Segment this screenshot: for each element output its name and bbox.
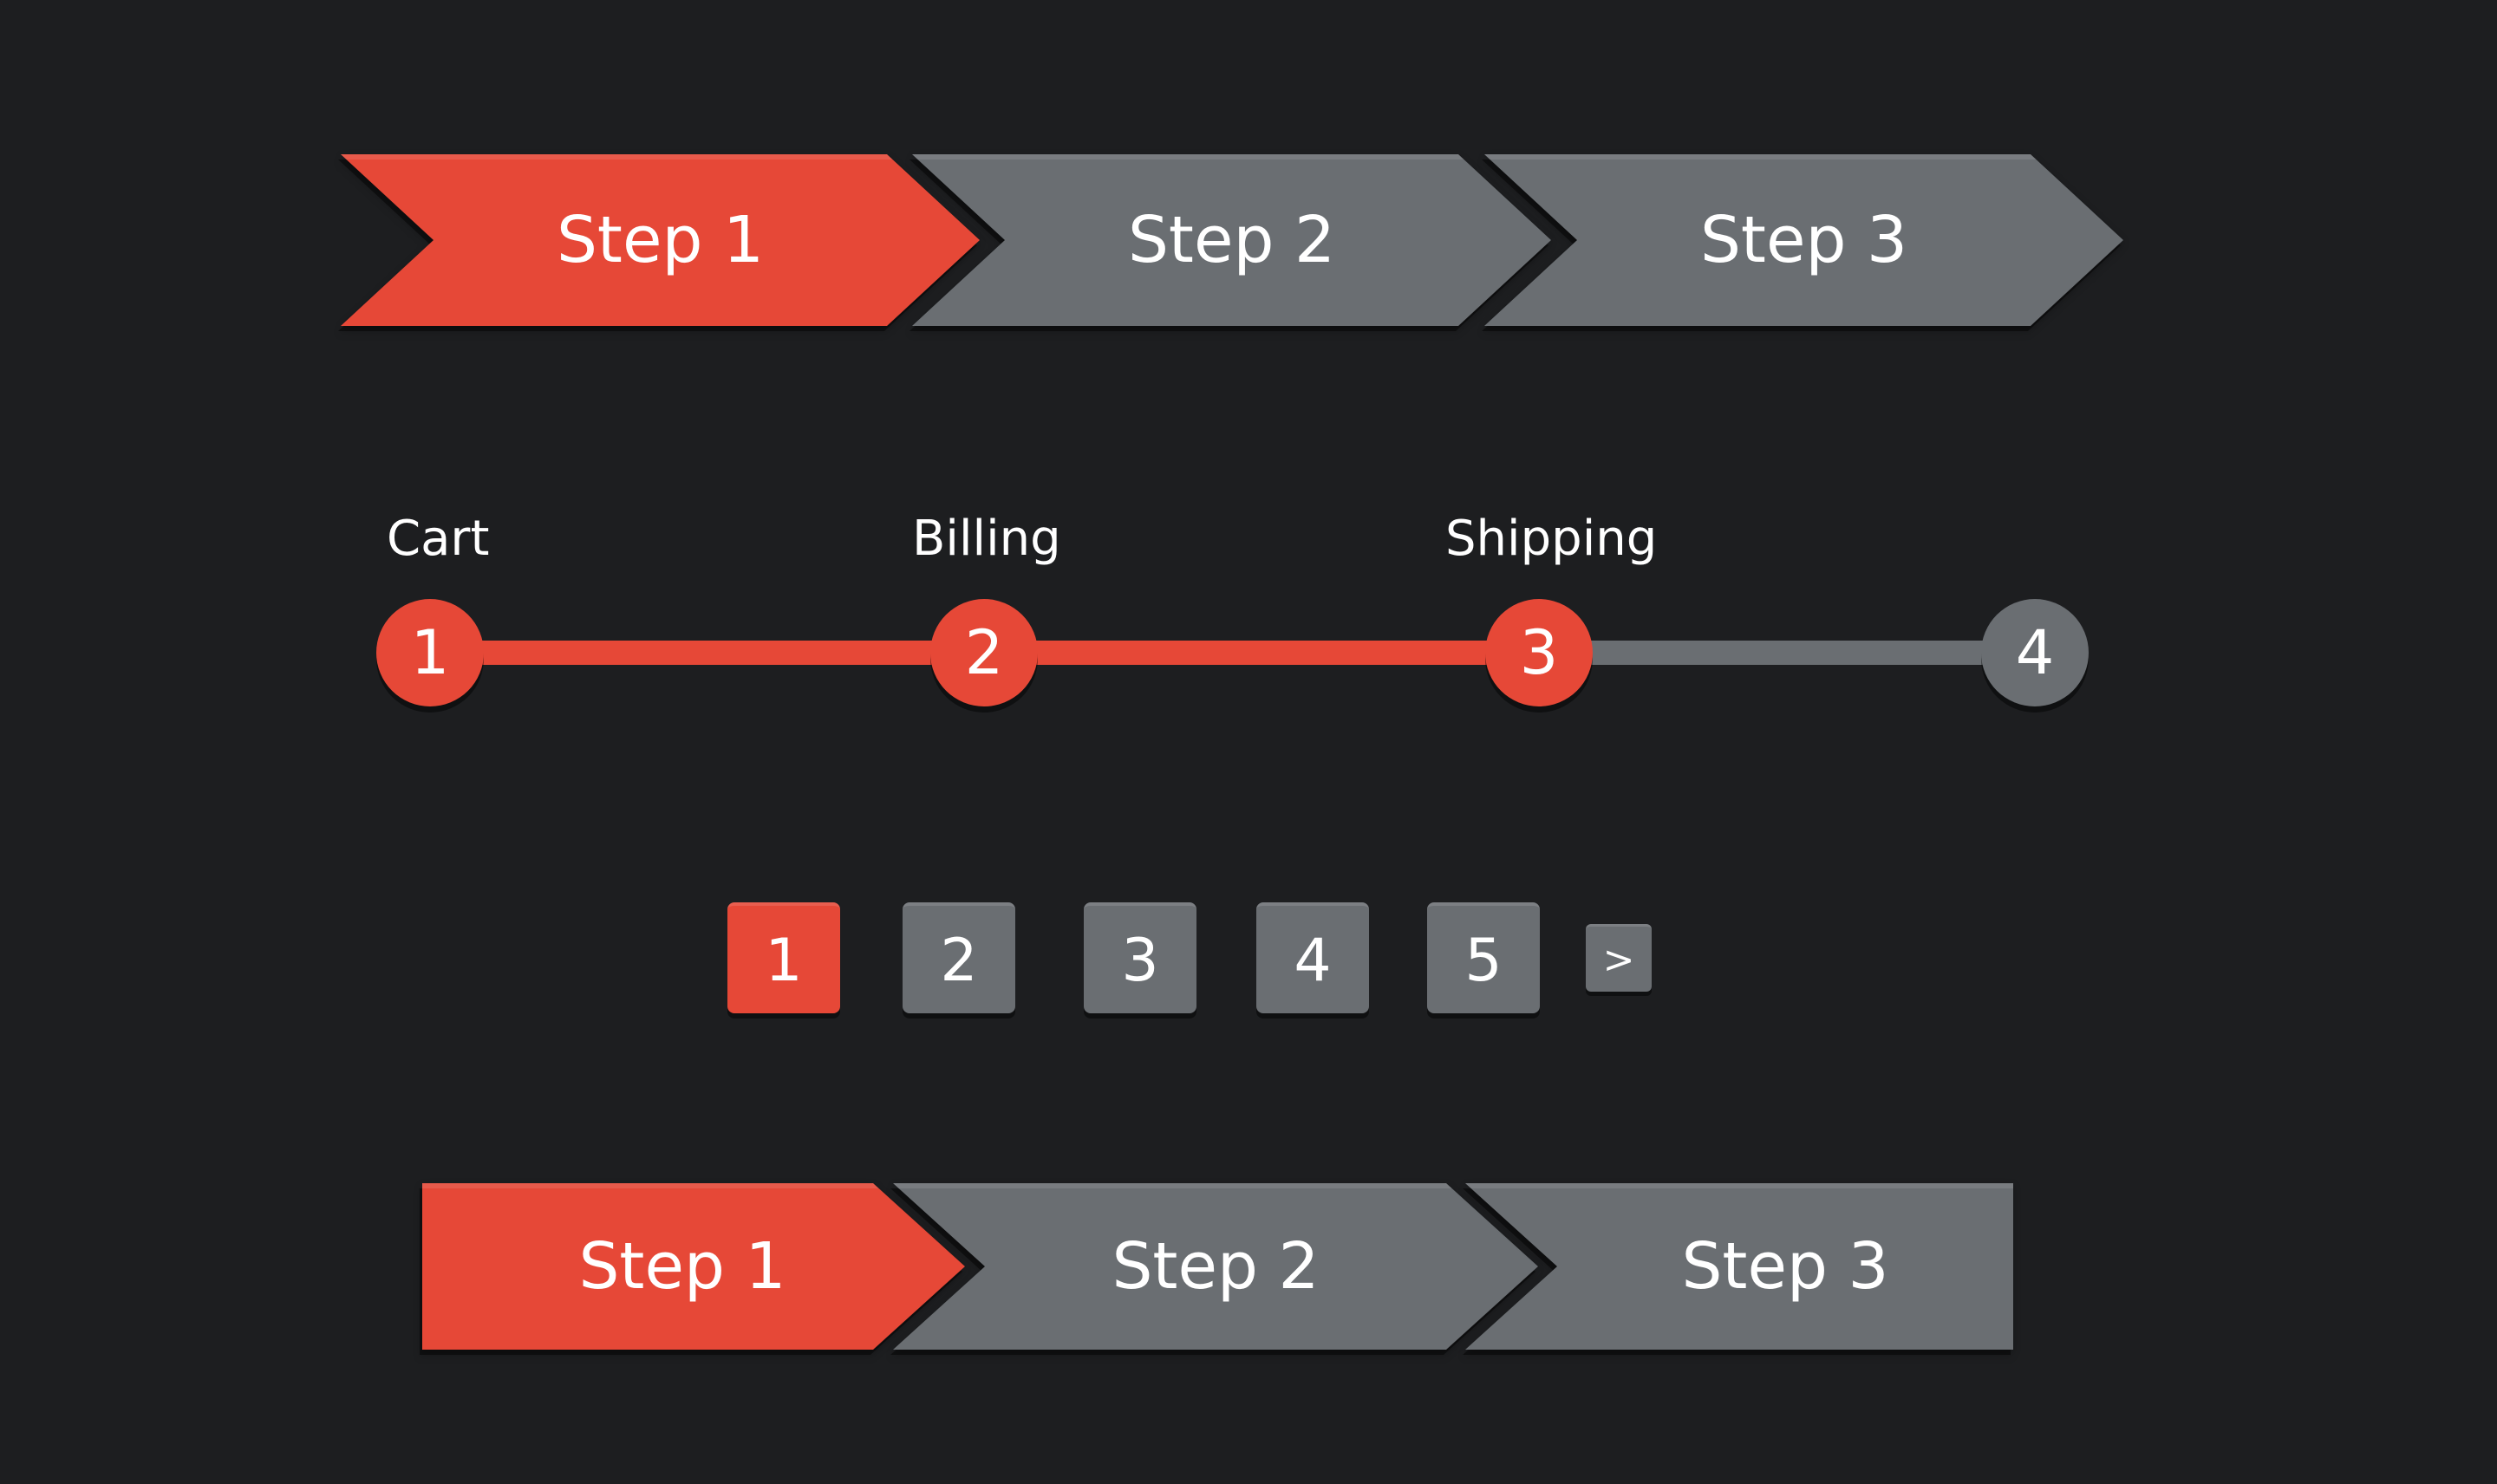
progress-track-3-4: [1588, 641, 2005, 665]
arrow-step-2[interactable]: Step 2: [912, 154, 1551, 326]
flat-step-1[interactable]: Step 1: [422, 1183, 965, 1350]
progress-node-1[interactable]: 1: [376, 599, 484, 706]
arrow-step-3-label: Step 3: [1699, 203, 1908, 277]
progress-node-3[interactable]: 3: [1485, 599, 1593, 706]
flat-step-1-label: Step 1: [578, 1229, 786, 1304]
progress-step-label-billing: Billing: [912, 511, 1061, 567]
flat-step-2-label: Step 2: [1112, 1229, 1320, 1304]
flat-step-3-label: Step 3: [1681, 1229, 1889, 1304]
page-button-2[interactable]: 2: [903, 902, 1015, 1013]
next-page-button[interactable]: >: [1586, 924, 1652, 992]
arrow-step-2-label: Step 2: [1127, 203, 1336, 277]
progress-step-label-cart: Cart: [387, 511, 490, 567]
flat-step-2[interactable]: Step 2: [893, 1183, 1538, 1350]
page-button-3[interactable]: 3: [1084, 902, 1196, 1013]
progress-node-2[interactable]: 2: [930, 599, 1038, 706]
arrow-step-3[interactable]: Step 3: [1484, 154, 2123, 326]
progress-node-4[interactable]: 4: [1981, 599, 2089, 706]
page-button-5[interactable]: 5: [1427, 902, 1540, 1013]
page-button-4[interactable]: 4: [1256, 902, 1369, 1013]
flat-step-3[interactable]: Step 3: [1465, 1183, 2013, 1350]
arrow-step-1-label: Step 1: [556, 203, 765, 277]
page-button-1[interactable]: 1: [727, 902, 840, 1013]
arrow-step-1[interactable]: Step 1: [341, 154, 980, 326]
progress-track-1-2: [477, 641, 945, 665]
progress-track-2-3: [1030, 641, 1507, 665]
progress-step-label-shipping: Shipping: [1445, 511, 1658, 567]
